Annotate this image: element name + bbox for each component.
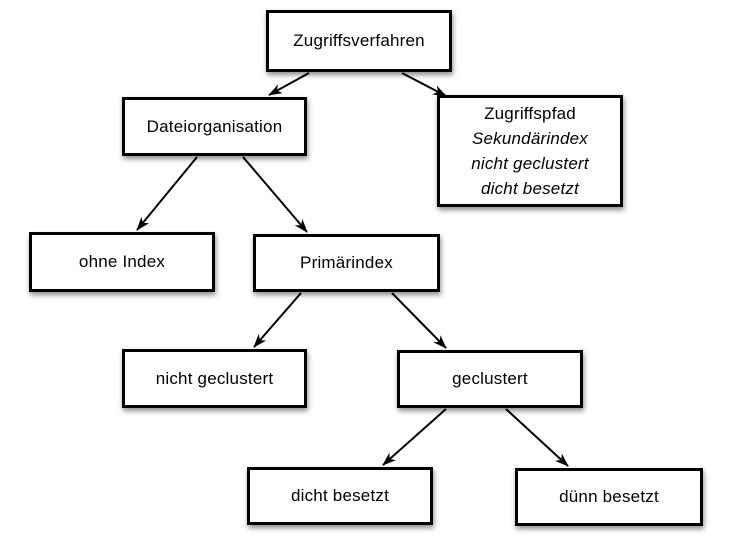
edge-zugriffsverfahren-zugriffspfad — [401, 72, 447, 97]
node-label: ohne Index — [78, 252, 166, 271]
edge-primaerindex-nicht-geclustert — [253, 292, 302, 348]
node-duenn-besetzt: dünn besetzt — [515, 468, 703, 526]
node-dicht-besetzt: dicht besetzt — [247, 467, 433, 525]
node-primaerindex: Primärindex — [253, 234, 440, 292]
node-label: nicht geclustert — [155, 368, 274, 388]
node-label: geclustert — [452, 369, 528, 388]
node-label: dünn besetzt — [559, 487, 659, 506]
node-nicht-geclustert: nicht geclustert — [122, 349, 307, 408]
node-zugriffsverfahren: Zugriffsverfahren — [266, 10, 452, 72]
node-label-line: Sekundärindex — [471, 129, 588, 148]
node-label: Zugriffsverfahren — [293, 31, 425, 50]
node-dateiorganisation: Dateiorganisation — [122, 97, 307, 156]
node-label: Primärindex — [300, 253, 393, 272]
edge-geclustert-dicht-besetzt — [382, 408, 447, 466]
edge-dateiorganisation-ohne-index — [136, 156, 198, 231]
node-ohne-index: ohne Index — [29, 232, 215, 292]
node-label-line: dicht besetzt — [480, 179, 580, 198]
edge-zugriffsverfahren-dateiorganisation — [268, 72, 310, 96]
edge-dateiorganisation-primaerindex — [242, 156, 308, 233]
edge-geclustert-duenn-besetzt — [505, 408, 569, 467]
edge-primaerindex-geclustert — [391, 292, 447, 349]
node-label-line: nicht geclustert — [471, 154, 589, 173]
node-geclustert: geclustert — [397, 350, 583, 408]
node-label: dicht besetzt — [290, 486, 390, 505]
node-label: Dateiorganisation — [146, 116, 283, 136]
node-zugriffspfad: Zugriffspfad Sekundärindex nicht geclust… — [437, 95, 623, 207]
node-label-line: Zugriffspfad — [484, 104, 576, 123]
